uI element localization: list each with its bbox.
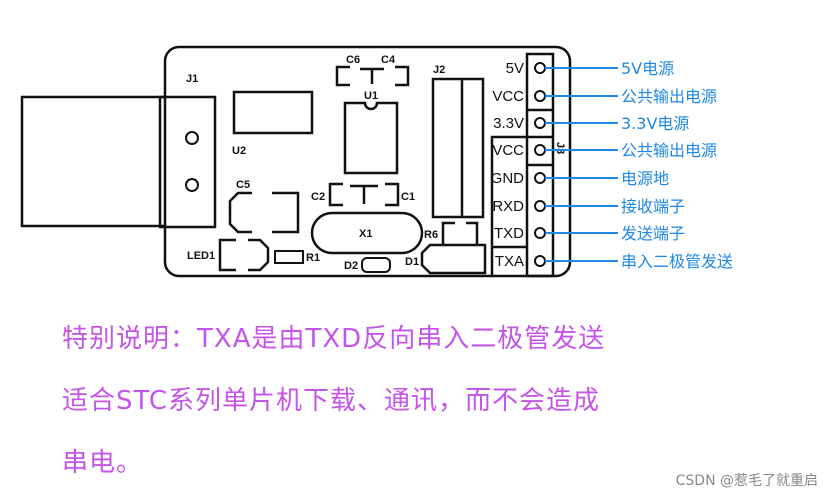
label-c2: C2 <box>311 191 325 203</box>
pin-annotation: 发送端子 <box>621 224 685 243</box>
note-line-2: 适合STC系列单片机下载、通讯，而不会造成 <box>62 386 601 416</box>
j2-header <box>431 77 485 219</box>
pin-label: RXD <box>492 198 524 215</box>
pin-label: 3.3V <box>493 115 524 132</box>
usb-connector <box>20 95 217 229</box>
label-u2: U2 <box>232 145 246 157</box>
d2-diode <box>361 257 391 273</box>
u2-footprint <box>232 90 314 135</box>
led1-footprint <box>218 238 270 272</box>
pin-7: TXA 串入二极管发送 <box>495 252 733 271</box>
pin-annotation: 5V电源 <box>621 59 674 78</box>
pin-6: TXD 发送端子 <box>494 224 685 243</box>
c5-footprint <box>228 191 300 234</box>
d1-diode <box>420 243 487 275</box>
pin-1: VCC 公共输出电源 <box>492 87 717 106</box>
pin-annotation: 公共输出电源 <box>621 141 717 160</box>
label-d1: D1 <box>405 256 419 268</box>
pin-hole <box>534 172 546 184</box>
r1-resistor <box>274 250 304 264</box>
pin-0: 5V 5V电源 <box>506 59 675 78</box>
label-r1: R1 <box>306 252 320 264</box>
u1-chip <box>343 101 399 175</box>
label-u1: U1 <box>364 90 378 102</box>
label-c5: C5 <box>236 179 250 191</box>
c6-c4-footprint <box>335 65 410 87</box>
pin-hole <box>534 255 546 267</box>
label-j3: J3 <box>554 142 566 154</box>
pin-annotation: 电源地 <box>621 169 669 188</box>
pin-5: RXD 接收端子 <box>492 197 685 216</box>
pin-4: GND 电源地 <box>491 169 669 188</box>
label-led1: LED1 <box>187 250 215 262</box>
label-r6: R6 <box>424 229 438 241</box>
pin-annotation: 接收端子 <box>621 197 685 216</box>
x1-crystal <box>310 211 424 255</box>
note-line-3: 串电。 <box>62 448 144 478</box>
pin-label: VCC <box>492 142 524 159</box>
pin-2: 3.3V 3.3V电源 <box>493 114 689 133</box>
label-c1: C1 <box>401 191 415 203</box>
pin-3: VCC 公共输出电源 <box>492 141 717 160</box>
pin-hole <box>534 117 546 129</box>
j3-header <box>490 52 555 278</box>
label-c4: C4 <box>381 54 396 66</box>
pin-label: GND <box>491 170 525 187</box>
pin-label: 5V <box>506 60 524 77</box>
label-j2: J2 <box>433 64 445 76</box>
pin-label: VCC <box>492 88 524 105</box>
pin-annotation: 公共输出电源 <box>621 87 717 106</box>
label-d2: D2 <box>344 260 358 272</box>
label-j1: J1 <box>186 73 198 85</box>
pin-hole <box>534 62 546 74</box>
r6-footprint <box>441 221 479 245</box>
label-c6: C6 <box>346 54 360 66</box>
watermark: CSDN @惹毛了就重启 <box>675 473 818 489</box>
pin-label: TXD <box>494 225 524 242</box>
board-outline <box>163 45 572 278</box>
pin-label: TXA <box>495 253 524 270</box>
pin-hole <box>534 144 546 156</box>
pin-hole <box>534 200 546 212</box>
pin-annotation: 串入二极管发送 <box>621 252 733 271</box>
pin-hole <box>534 90 546 102</box>
note-line-1: 特别说明：TXA是由TXD反向串入二极管发送 <box>62 324 606 354</box>
pin-annotation: 3.3V电源 <box>621 114 689 133</box>
c2-c1-footprint <box>328 182 400 207</box>
pin-hole <box>534 227 546 239</box>
label-x1: X1 <box>359 228 372 240</box>
